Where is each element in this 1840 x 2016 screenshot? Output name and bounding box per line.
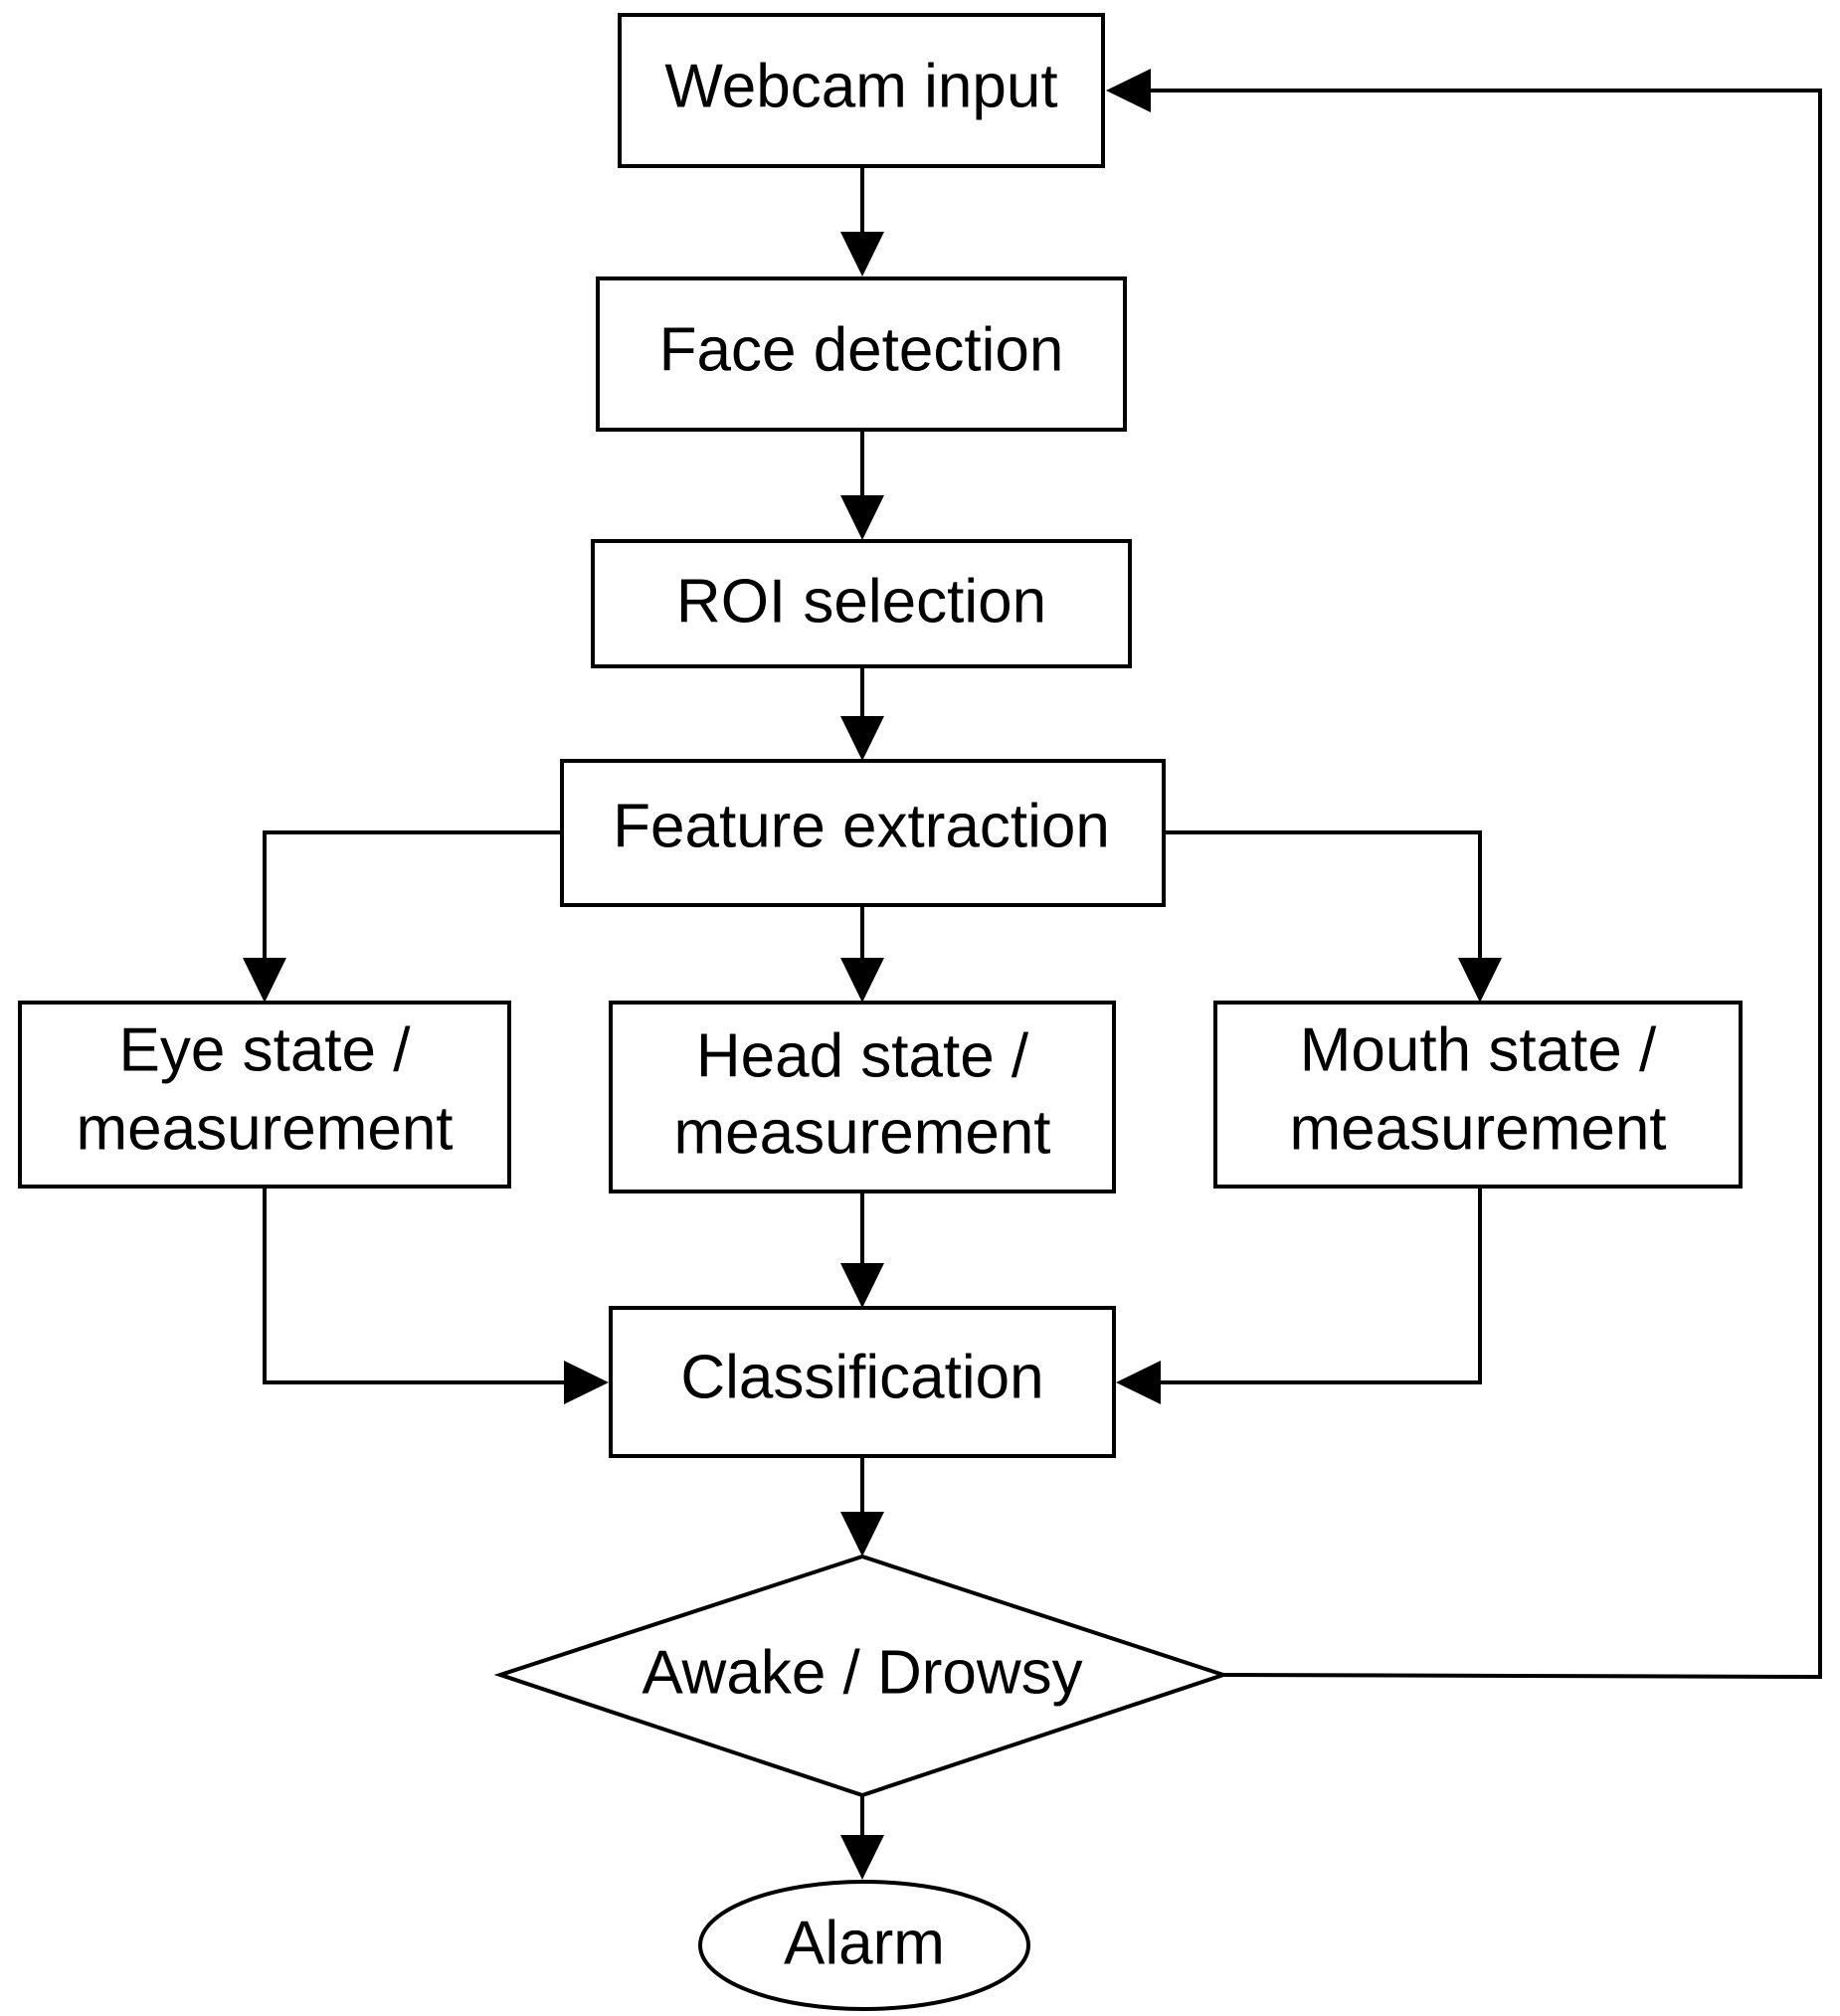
label-head-state-line1: Head state / <box>696 1021 1029 1090</box>
label-eye-state-line2: measurement <box>76 1094 453 1163</box>
arrowhead-head-state <box>840 958 884 1003</box>
arrowhead-feature-extraction <box>840 716 884 761</box>
arrowhead-webcam-input <box>1106 69 1151 112</box>
arrowhead-face-detection <box>840 232 884 276</box>
connector-feature-to-mouth <box>1164 830 1482 963</box>
label-classification: Classification <box>680 1343 1043 1411</box>
label-decision: Awake / Drowsy <box>642 1638 1082 1707</box>
connector-mouth-to-classification <box>1156 1187 1482 1384</box>
node-mouth-state: Mouth state / measurement <box>1213 1001 1743 1189</box>
node-feature-extraction: Feature extraction <box>560 759 1166 907</box>
label-feature-extraction: Feature extraction <box>613 792 1110 860</box>
label-head-state-line2: measurement <box>673 1098 1050 1167</box>
connector-feedback-loop <box>1146 89 1822 1680</box>
arrowhead-mouth-state <box>1458 958 1502 1003</box>
connector-eye-to-classification <box>263 1187 569 1384</box>
node-face-detection: Face detection <box>596 276 1127 432</box>
label-webcam-input: Webcam input <box>664 52 1057 120</box>
label-alarm: Alarm <box>784 1909 945 1977</box>
node-classification: Classification <box>609 1306 1116 1458</box>
node-roi-selection: ROI selection <box>591 539 1132 668</box>
arrowhead-alarm <box>840 1835 884 1880</box>
label-mouth-state-line2: measurement <box>1289 1094 1666 1163</box>
arrowhead-classification-top <box>840 1263 884 1308</box>
arrowhead-roi-selection <box>840 495 884 540</box>
node-decision-diamond: Awake / Drowsy <box>493 1554 1230 1798</box>
arrowhead-classification-right <box>1116 1361 1161 1404</box>
label-eye-state-line1: Eye state / <box>119 1015 412 1084</box>
node-head-state: Head state / measurement <box>609 1001 1116 1193</box>
node-eye-state: Eye state / measurement <box>18 1001 511 1189</box>
arrowhead-eye-state <box>243 958 286 1003</box>
arrowhead-decision <box>840 1512 884 1557</box>
connector-feature-to-eye <box>263 830 562 963</box>
arrowhead-classification-left <box>564 1361 609 1404</box>
label-roi-selection: ROI selection <box>676 567 1046 636</box>
label-mouth-state-line1: Mouth state / <box>1300 1015 1657 1084</box>
label-face-detection: Face detection <box>659 315 1064 384</box>
node-alarm: Alarm <box>698 1880 1030 2011</box>
connectors <box>243 69 1822 1880</box>
node-webcam-input: Webcam input <box>618 13 1105 168</box>
